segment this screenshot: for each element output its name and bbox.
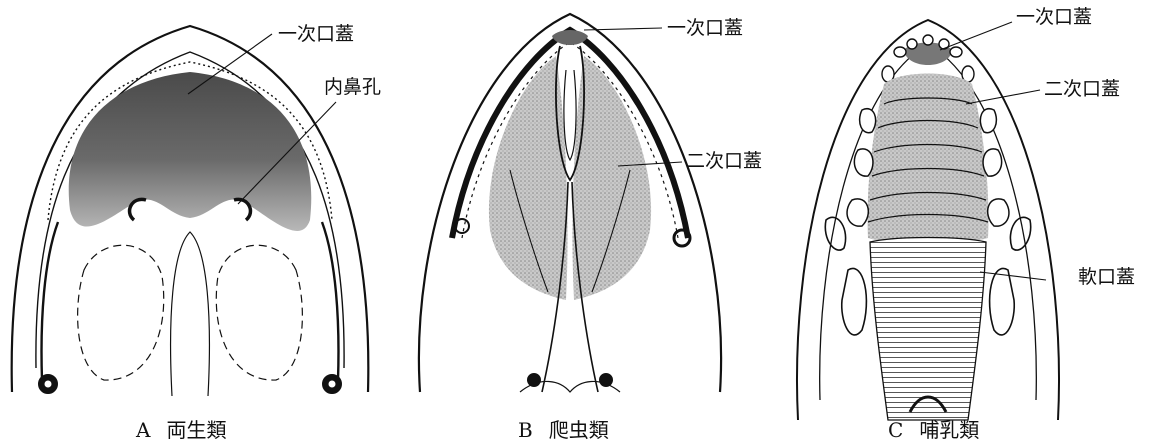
label-b-primary-palate: 一次口蓋	[667, 19, 743, 38]
leader-c-primary	[940, 22, 1012, 50]
label-a-primary-palate: 一次口蓋	[278, 25, 354, 44]
mammal-palate-drawing	[797, 20, 1059, 420]
label-c-secondary-palate: 二次口蓋	[1044, 80, 1120, 99]
label-c-soft-palate: 軟口蓋	[1078, 268, 1135, 287]
reptile-palate-drawing	[419, 14, 721, 392]
caption-b-text: 爬虫類	[549, 418, 609, 442]
leader-c-soft	[980, 272, 1046, 280]
caption-a-letter: A	[136, 418, 150, 442]
caption-a-text: 両生類	[166, 418, 226, 442]
caption-c: C 哺乳類	[888, 420, 979, 440]
caption-a: A 両生類	[136, 420, 226, 440]
label-c-primary-palate: 一次口蓋	[1016, 8, 1092, 27]
label-b-secondary-palate: 二次口蓋	[686, 152, 762, 171]
amphibian-palate-drawing	[12, 26, 369, 396]
caption-b-letter: B	[518, 418, 533, 442]
caption-b: B 爬虫類	[518, 420, 609, 440]
label-a-internal-naris: 内鼻孔	[324, 78, 381, 97]
caption-c-letter: C	[888, 418, 903, 442]
caption-c-text: 哺乳類	[919, 418, 979, 442]
